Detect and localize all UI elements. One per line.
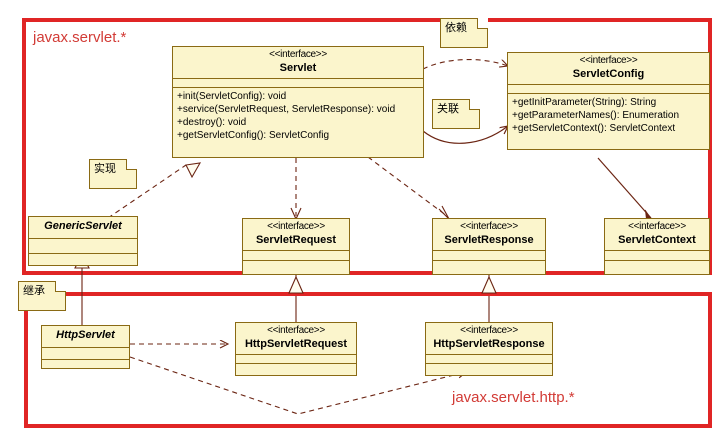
note-dogear-icon xyxy=(469,99,480,110)
operation-item: +destroy(): void xyxy=(177,117,247,129)
class-name-label: HttpServletRequest xyxy=(244,337,348,350)
class-box-generic-servlet[interactable]: GenericServlet xyxy=(28,216,138,266)
class-header-http-servlet-request: <<interface>> HttpServletRequest xyxy=(236,323,356,356)
class-box-http-servlet-request[interactable]: <<interface>> HttpServletRequest xyxy=(235,322,357,376)
note-text: 实现 xyxy=(94,162,116,175)
note-dogear-icon xyxy=(126,159,137,170)
note-realization[interactable]: 实现 xyxy=(89,159,137,189)
class-header-servlet-context: <<interface>> ServletContext xyxy=(605,219,709,252)
class-box-servlet-context[interactable]: <<interface>> ServletContext xyxy=(604,218,710,275)
operation-item: +getServletContext(): ServletContext xyxy=(512,123,676,135)
class-operations-compartment xyxy=(426,364,552,373)
stereotype-label: <<interface>> xyxy=(579,55,638,66)
class-name-label: ServletContext xyxy=(618,233,696,246)
stereotype-label: <<interface>> xyxy=(267,221,325,232)
note-association[interactable]: 关联 xyxy=(432,99,480,129)
class-attributes-compartment xyxy=(29,239,137,254)
class-operations-compartment xyxy=(236,364,356,373)
class-name-label: GenericServlet xyxy=(44,220,122,232)
operation-item: +init(ServletConfig): void xyxy=(177,91,287,103)
class-header-http-servlet-response: <<interface>> HttpServletResponse xyxy=(426,323,552,356)
operation-item: +getInitParameter(String): String xyxy=(512,97,657,109)
class-operations-compartment xyxy=(243,261,349,271)
class-operations-compartment xyxy=(605,261,709,271)
class-box-http-servlet-response[interactable]: <<interface>> HttpServletResponse xyxy=(425,322,553,376)
stereotype-label: <<interface>> xyxy=(460,221,518,232)
class-box-servlet[interactable]: <<interface>> Servlet +init(ServletConfi… xyxy=(172,46,424,158)
class-box-servlet-request[interactable]: <<interface>> ServletRequest xyxy=(242,218,350,275)
note-text: 继承 xyxy=(23,284,45,297)
class-header-servlet-response: <<interface>> ServletResponse xyxy=(433,219,545,252)
class-attributes-compartment xyxy=(605,251,709,262)
class-name-label: ServletResponse xyxy=(444,233,534,246)
class-operations-compartment: +getInitParameter(String): String +getPa… xyxy=(508,94,709,138)
note-dogear-icon xyxy=(477,18,488,29)
class-name-label: Servlet xyxy=(279,61,317,74)
class-header-servlet-config: <<interface>> ServletConfig xyxy=(508,53,709,86)
class-operations-compartment xyxy=(29,254,137,268)
operation-item: +getParameterNames(): Enumeration xyxy=(512,110,680,122)
class-box-servlet-response[interactable]: <<interface>> ServletResponse xyxy=(432,218,546,275)
stereotype-label: <<interface>> xyxy=(628,221,686,232)
class-attributes-compartment xyxy=(236,355,356,365)
class-attributes-compartment xyxy=(426,355,552,365)
note-dogear-icon xyxy=(55,281,66,292)
note-dependency[interactable]: 依赖 xyxy=(440,18,488,48)
note-generalization[interactable]: 继承 xyxy=(18,281,66,311)
package-boundary-javax-servlet-http xyxy=(24,292,712,428)
class-attributes-compartment xyxy=(433,251,545,262)
class-name-label: HttpServletResponse xyxy=(433,337,545,350)
package-label-javax-servlet-http: javax.servlet.http.* xyxy=(452,389,575,406)
note-text: 关联 xyxy=(437,102,459,115)
class-operations-compartment: +init(ServletConfig): void +service(Serv… xyxy=(173,88,423,145)
class-box-http-servlet[interactable]: HttpServlet xyxy=(41,325,130,369)
class-header-servlet-request: <<interface>> ServletRequest xyxy=(243,219,349,252)
class-attributes-compartment xyxy=(508,85,709,95)
class-name-label: HttpServlet xyxy=(56,329,115,341)
package-boundary-javax-servlet xyxy=(22,18,712,275)
class-box-servlet-config[interactable]: <<interface>> ServletConfig +getInitPara… xyxy=(507,52,710,150)
stereotype-label: <<interface>> xyxy=(269,49,327,60)
class-name-label: ServletRequest xyxy=(255,233,337,246)
class-name-label: ServletConfig xyxy=(572,67,645,80)
operation-item: +service(ServletRequest, ServletResponse… xyxy=(177,104,396,116)
package-label-javax-servlet: javax.servlet.* xyxy=(33,29,127,46)
operation-item: +getServletConfig(): ServletConfig xyxy=(177,130,330,142)
note-text: 依赖 xyxy=(445,21,467,34)
class-attributes-compartment xyxy=(173,79,423,89)
class-attributes-compartment xyxy=(42,348,129,360)
stereotype-label: <<interface>> xyxy=(460,325,518,336)
class-operations-compartment xyxy=(42,360,129,372)
class-header-http-servlet: HttpServlet xyxy=(42,326,129,348)
class-header-servlet: <<interface>> Servlet xyxy=(173,47,423,80)
class-header-generic-servlet: GenericServlet xyxy=(29,217,137,239)
class-attributes-compartment xyxy=(243,251,349,262)
stereotype-label: <<interface>> xyxy=(267,325,325,336)
class-operations-compartment xyxy=(433,261,545,271)
